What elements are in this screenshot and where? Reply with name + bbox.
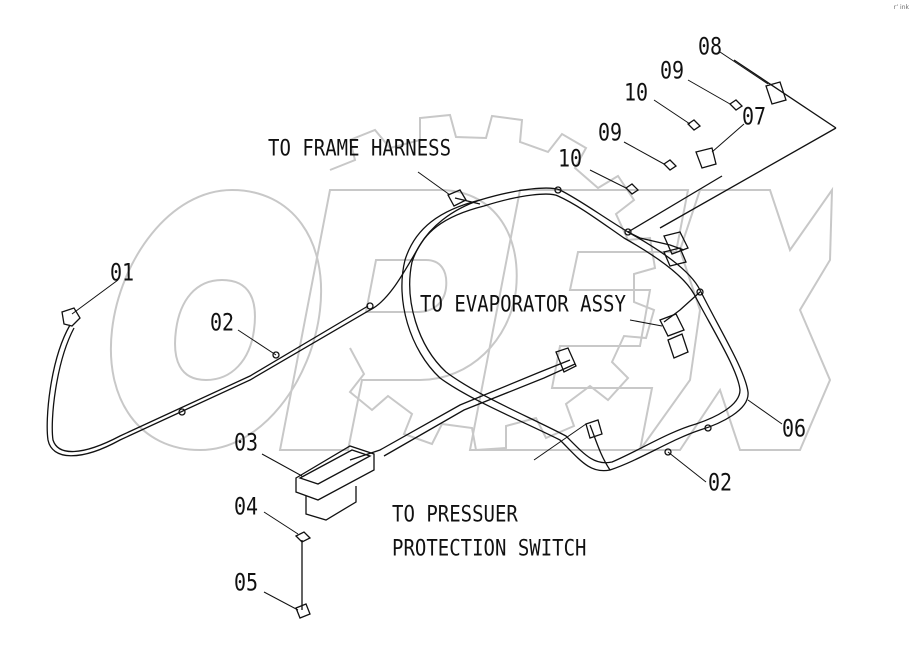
pressure-connector — [555, 347, 577, 373]
corner-mark: r’ ink — [893, 4, 909, 11]
leader-07-to-loop — [627, 175, 723, 233]
clip-1 — [178, 408, 186, 416]
cable-part-01-parallel — [51, 305, 369, 453]
note-evaporator: TO EVAPORATOR ASSY — [420, 291, 626, 317]
leader-lines — [71, 51, 783, 611]
callout-06: 06 — [782, 413, 807, 443]
part-03-body — [295, 445, 375, 501]
callout-03: 03 — [234, 427, 259, 457]
part-08-block — [765, 81, 787, 105]
part-03-base — [305, 486, 357, 521]
watermark-letter-x — [638, 186, 834, 451]
leader-pressure — [533, 423, 587, 461]
leader-08-top — [733, 59, 837, 129]
clip-5 — [624, 228, 632, 236]
callout-05: 05 — [234, 567, 259, 597]
callout-04: 04 — [234, 491, 259, 521]
frame-harness-lead — [454, 197, 481, 205]
clip-3 — [366, 302, 374, 310]
clip-8 — [664, 448, 672, 456]
leader-09b — [623, 141, 665, 165]
leader-10a — [653, 99, 691, 125]
leader-01 — [71, 279, 119, 315]
callout-08: 08 — [698, 31, 723, 61]
controller-branch-b — [383, 363, 576, 457]
leader-09a — [687, 79, 731, 105]
callout-10-upper: 10 — [624, 77, 649, 107]
clip-2 — [272, 351, 280, 359]
note-pressure-line1: TO PRESSUER — [392, 501, 518, 527]
part-04-washer — [294, 531, 312, 543]
main-loop-inner — [409, 193, 741, 464]
upper-connector-loop — [627, 231, 685, 251]
main-loop — [401, 187, 749, 472]
pressure-lead — [589, 424, 611, 471]
relay-block-b — [663, 247, 687, 267]
washer-09-upper — [728, 99, 744, 111]
part-07-block — [695, 147, 717, 169]
evaporator-connector-b — [667, 333, 689, 359]
controller-branch — [349, 359, 571, 461]
callout-02-right: 02 — [708, 467, 733, 497]
part-05-bolt-head — [295, 603, 311, 619]
leader-08 — [719, 51, 769, 85]
frame-harness-connector — [447, 189, 467, 207]
leader-10b — [589, 169, 627, 189]
note-frame-harness: TO FRAME HARNESS — [268, 135, 452, 161]
leader-07 — [711, 123, 745, 153]
harness-lines — [46, 59, 837, 619]
watermark-gear — [329, 113, 657, 452]
evaporator-connector-a — [659, 313, 685, 337]
part-01-sensor — [61, 307, 81, 327]
callout-10-lower: 10 — [558, 143, 583, 173]
callout-09-upper: 09 — [660, 55, 685, 85]
callout-01: 01 — [110, 257, 135, 287]
screw-10-upper — [686, 119, 702, 131]
leader-05 — [263, 591, 299, 611]
screw-10-lower — [624, 183, 640, 195]
callout-02-left: 02 — [210, 307, 235, 337]
evaporator-lead — [663, 291, 701, 323]
leader-04 — [263, 511, 299, 535]
callout-09-lower: 09 — [598, 117, 623, 147]
watermark-logo — [109, 113, 834, 452]
callout-07: 07 — [742, 101, 767, 131]
leader-frame-harness — [417, 171, 451, 196]
clip-6 — [696, 288, 704, 296]
leader-06 — [747, 399, 783, 425]
clip-7 — [704, 424, 712, 432]
note-pressure-line2: PROTECTION SWITCH — [392, 535, 587, 561]
leader-02a — [237, 329, 277, 356]
leader-08-to-loop — [659, 127, 837, 229]
leader-03 — [261, 453, 303, 477]
pressure-plug — [585, 419, 603, 439]
part-03-top — [298, 449, 372, 485]
washer-09-lower — [662, 159, 678, 171]
clip-4 — [554, 186, 562, 194]
relay-block-a — [663, 231, 689, 255]
leader-02b — [667, 451, 707, 483]
leader-evaporator — [629, 319, 663, 327]
